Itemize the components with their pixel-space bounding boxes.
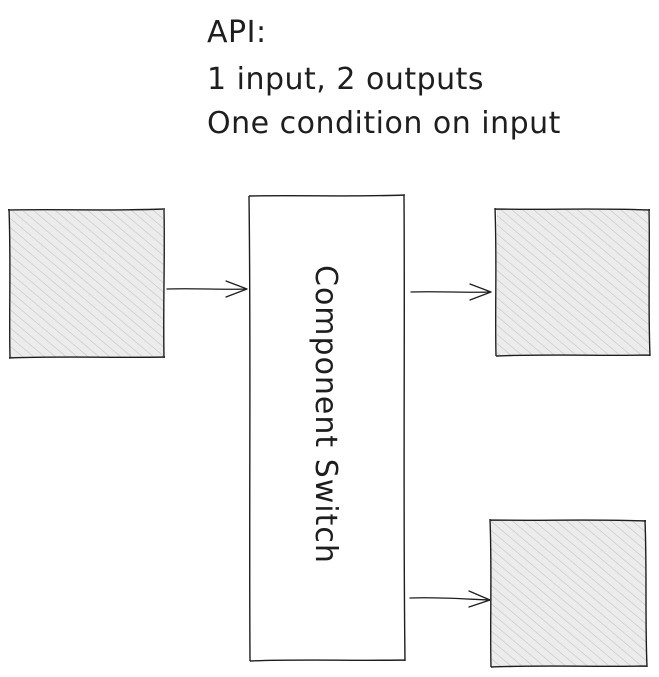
note-line-api: API: <box>207 15 267 50</box>
arrow-switch-to-output-bottom <box>409 590 491 608</box>
output-box-bottom <box>489 518 648 668</box>
arrow-input-to-switch <box>166 280 248 298</box>
api-note: API: 1 input, 2 outputs One condition on… <box>207 15 561 141</box>
output-box-top <box>494 207 651 357</box>
arrow-switch-to-output-top <box>410 283 492 301</box>
input-box <box>7 208 166 359</box>
note-line-io: 1 input, 2 outputs <box>207 62 484 97</box>
note-line-condition: One condition on input <box>207 106 561 141</box>
component-switch-box: Component Switch <box>248 194 406 662</box>
component-switch-label: Component Switch <box>308 265 343 564</box>
